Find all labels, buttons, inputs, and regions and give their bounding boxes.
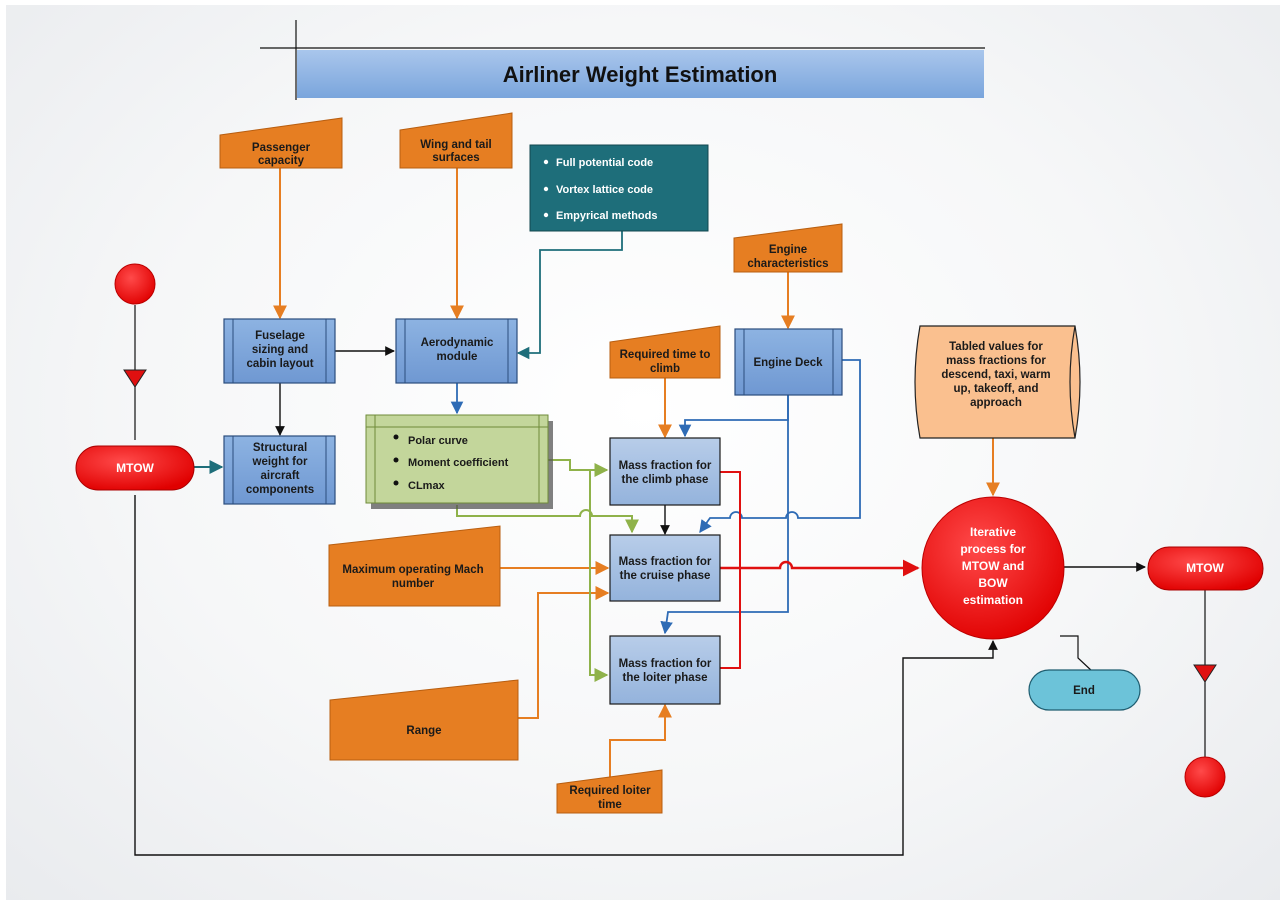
module-engine-deck: Engine Deck: [734, 328, 843, 396]
method-vortex-lattice: Vortex lattice code: [556, 184, 653, 196]
iterative-process-node: Iterative process for MTOW and BOW estim…: [921, 496, 1065, 640]
mtow-output-terminator: MTOW: [1147, 546, 1264, 591]
line-phases-bus: [720, 471, 741, 669]
phase-climb: Mass fraction for the climb phase: [609, 437, 721, 506]
loiter-time-line-2: time: [598, 799, 622, 811]
iterative-line-5: estimation: [963, 593, 1023, 607]
line-iterative-end: [1060, 635, 1094, 673]
output-moment-coefficient: Moment coefficient: [408, 457, 509, 469]
climb-time-line-2: climb: [650, 363, 680, 375]
input-range: Range: [329, 679, 519, 761]
range-label: Range: [406, 725, 441, 737]
structural-line-4: components: [246, 484, 314, 496]
arrow-deck-cruise: [699, 359, 861, 534]
methods-box: Full potential code Vortex lattice code …: [529, 144, 709, 232]
method-full-potential: Full potential code: [556, 157, 653, 169]
module-structural-weight: Structural weight for aircraft component…: [223, 435, 336, 505]
phase-loiter: Mass fraction for the loiter phase: [609, 635, 721, 705]
flow-triangle-left: [123, 369, 147, 388]
output-polar-curve: Polar curve: [408, 435, 468, 447]
input-engine-characteristics: Engine characteristics: [733, 223, 843, 273]
arrow-methods-aero: [516, 230, 623, 360]
input-max-mach: Maximum operating Mach number: [328, 525, 501, 607]
iterative-line-1: Iterative: [970, 525, 1016, 539]
aero-outputs-box: Polar curve Moment coefficient CLmax: [365, 414, 553, 509]
output-clmax: CLmax: [408, 480, 446, 492]
passenger-line-1: Passenger: [252, 142, 311, 154]
input-required-loiter-time: Required loiter time: [556, 769, 663, 814]
structural-line-2: weight for: [252, 456, 308, 468]
arrow-deck-loiter: [660, 395, 789, 635]
input-wing-tail-surfaces: Wing and tail surfaces: [399, 112, 513, 169]
mach-line-2: number: [392, 578, 435, 590]
structural-line-3: aircraft: [261, 470, 300, 482]
iterative-line-3: MTOW and: [962, 559, 1024, 573]
structural-line-1: Structural: [253, 442, 307, 454]
module-fuselage-sizing: Fuselage sizing and cabin layout: [223, 318, 336, 384]
climb-line-2: the climb phase: [622, 474, 709, 486]
title-bar: Airliner Weight Estimation: [260, 20, 985, 100]
finish-node: [1184, 756, 1226, 798]
cruise-line-1: Mass fraction for: [619, 556, 712, 568]
page-title: Airliner Weight Estimation: [503, 62, 778, 87]
wing-line-1: Wing and tail: [420, 139, 491, 151]
aero-line-2: module: [437, 351, 478, 363]
method-empyrical: Empyrical methods: [556, 210, 657, 222]
mtow-left-label: MTOW: [116, 461, 154, 475]
loiter-time-line-1: Required loiter: [569, 785, 651, 797]
engine-deck-label: Engine Deck: [753, 357, 823, 369]
input-required-climb-time: Required time to climb: [609, 325, 721, 379]
tabled-line-1: Tabled values for: [949, 341, 1043, 353]
fuselage-line-3: cabin layout: [246, 358, 313, 370]
arrow-cruise-iterative: [720, 559, 920, 577]
fuselage-line-1: Fuselage: [255, 330, 305, 342]
end-terminator: End: [1028, 669, 1141, 711]
tabled-line-5: approach: [970, 397, 1022, 409]
fuselage-line-2: sizing and: [252, 344, 308, 356]
engine-char-line-2: characteristics: [747, 258, 828, 270]
tabled-values-store: Tabled values for mass fractions for des…: [914, 325, 1081, 439]
start-node: [114, 263, 156, 305]
module-aerodynamic: Aerodynamic module: [395, 318, 518, 384]
aero-line-1: Aerodynamic: [421, 337, 494, 349]
passenger-line-2: capacity: [258, 155, 305, 167]
mtow-start-terminator: MTOW: [75, 445, 195, 491]
iterative-line-2: process for: [960, 542, 1026, 556]
tabled-line-3: descend, taxi, warm: [941, 369, 1050, 381]
loiter-line-1: Mass fraction for: [619, 658, 712, 670]
arrow-range-cruise: [518, 586, 610, 719]
tabled-line-2: mass fractions for: [946, 355, 1046, 367]
arrow-deck-climb: [678, 395, 789, 438]
iterative-line-4: BOW: [978, 576, 1008, 590]
end-label: End: [1073, 685, 1095, 697]
wing-line-2: surfaces: [432, 152, 479, 164]
tabled-line-4: up, takeoff, and: [954, 383, 1039, 395]
arrow-polar-climb: [548, 459, 609, 477]
arrow-loitertime-loiter: [609, 703, 672, 783]
arrow-mtow-feedback: [134, 495, 998, 856]
phase-cruise: Mass fraction for the cruise phase: [609, 534, 721, 602]
loiter-line-2: the loiter phase: [623, 672, 708, 684]
arrow-polar-loiter: [589, 470, 609, 682]
flow-triangle-right: [1193, 664, 1217, 683]
climb-time-line-1: Required time to: [620, 349, 711, 361]
climb-line-1: Mass fraction for: [619, 460, 712, 472]
cruise-line-2: the cruise phase: [620, 570, 711, 582]
engine-char-line-1: Engine: [769, 244, 807, 256]
input-passenger-capacity: Passenger capacity: [219, 117, 343, 169]
arrow-polar-cruise: [456, 505, 639, 534]
mtow-right-label: MTOW: [1186, 561, 1224, 575]
mach-line-1: Maximum operating Mach: [342, 564, 483, 576]
